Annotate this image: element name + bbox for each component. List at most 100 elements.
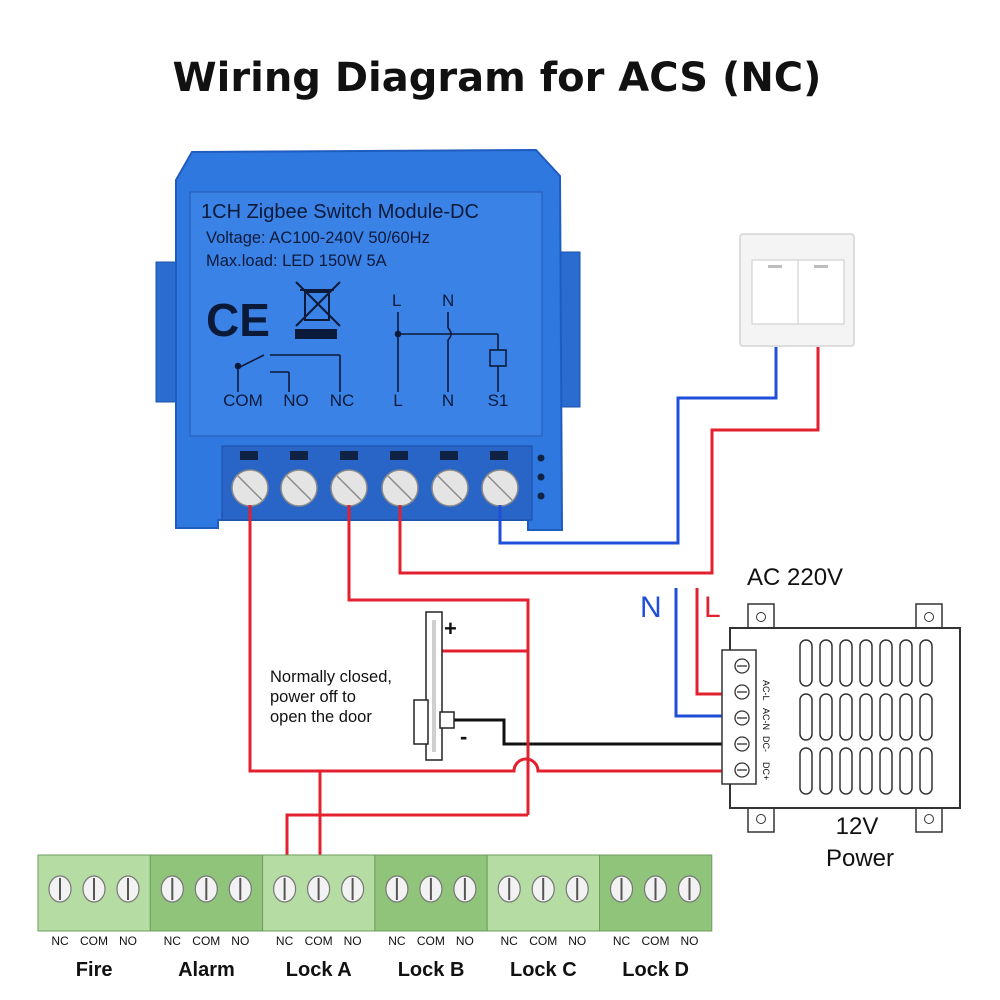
psu-screw-icon (734, 710, 750, 726)
terminal-label-com: COM (529, 934, 557, 948)
terminal-screw-com-icon (231, 469, 269, 507)
psu-hole-icon (924, 814, 934, 824)
terminal-label-com: COM (80, 934, 108, 948)
lock-note-line-3: open the door (270, 708, 372, 726)
psu-vents (799, 639, 933, 795)
terminal-slot (490, 451, 508, 460)
module-terminal-label-l: L (393, 391, 402, 410)
wires (248, 347, 820, 855)
ac-l-label: L (704, 591, 721, 624)
weee-crossed-bin-icon (295, 281, 341, 339)
terminal-screw-no-icon (280, 469, 318, 507)
terminal-screw-s1-icon (481, 469, 519, 507)
psu-screw-icon (734, 684, 750, 700)
wire-s1-to-switch (498, 347, 778, 545)
terminal-group-label-lock-d: Lock D (622, 959, 689, 981)
terminal-slot (240, 451, 258, 460)
terminal-label-com: COM (642, 934, 670, 948)
terminal-label-no: NO (344, 934, 362, 948)
psu-screw-icon (734, 762, 750, 778)
wire-ac-l (695, 588, 722, 696)
ac-n-label: N (640, 591, 662, 624)
zigbee-switch-module: 1CH Zigbee Switch Module-DC Voltage: AC1… (155, 148, 581, 531)
terminal-slot (340, 451, 358, 460)
module-label-panel (189, 191, 543, 437)
diagram-title: Wiring Diagram for ACS (NC) (173, 55, 822, 101)
wire-com-to-dcplus (248, 505, 722, 773)
lock-note-line-1: Normally closed, (270, 668, 392, 686)
power-supply-12v: AC-L AC-N DC- DC+ 12V Power (721, 603, 961, 872)
psu-hole-icon (756, 612, 766, 622)
terminal-screw-nc-icon (330, 469, 368, 507)
wall-switch-indicator (768, 265, 782, 268)
terminal-label-no: NO (681, 934, 699, 948)
terminal-label-no: NO (568, 934, 586, 948)
ac-220v-label: AC 220V (747, 564, 843, 591)
lock-minus-label: - (460, 724, 467, 749)
terminal-label-nc: NC (388, 934, 406, 948)
schematic-L-label: L (392, 291, 401, 310)
psu-tab (747, 603, 775, 631)
switch-schematic-icon (394, 312, 507, 392)
psu-body (729, 627, 961, 809)
module-max-load: Max.load: LED 150W 5A (206, 252, 387, 270)
module-terminal-label-nc: NC (330, 391, 355, 410)
terminal-label-com: COM (305, 934, 333, 948)
ce-mark-icon: CE (206, 294, 270, 346)
terminal-slot (290, 451, 308, 460)
terminal-label-no: NO (119, 934, 137, 948)
module-terminal-label-no: NO (283, 391, 309, 410)
terminal-label-com: COM (192, 934, 220, 948)
terminal-slot (440, 451, 458, 460)
terminal-screw-l-icon (381, 469, 419, 507)
terminal-label-com: COM (417, 934, 445, 948)
access-controller-terminals: NC COM NO Fire NC COM NO Alarm NC COM NO Lock A NC CO… (37, 854, 713, 981)
terminal-group-label-lock-c: Lock C (510, 959, 577, 981)
lock-note-line-2: power off to (270, 688, 356, 706)
wire-lock-negative (454, 718, 722, 746)
module-terminal-label-n: N (442, 391, 454, 410)
terminal-label-nc: NC (501, 934, 519, 948)
terminal-slot (390, 451, 408, 460)
terminal-group-label-lock-a: Lock A (286, 959, 352, 981)
terminal-screw-n-icon (431, 469, 469, 507)
wire-l-to-switch (398, 347, 820, 575)
terminal-group-label-alarm: Alarm (178, 959, 235, 981)
psu-tab (915, 805, 943, 833)
schematic-N-label: N (442, 291, 454, 310)
terminal-label-nc: NC (51, 934, 69, 948)
psu-screw-icon (734, 658, 750, 674)
module-indicator-dot (537, 473, 545, 481)
lock-rail (432, 620, 436, 752)
module-voltage: Voltage: AC100-240V 50/60Hz (206, 229, 430, 247)
terminal-label-nc: NC (613, 934, 631, 948)
psu-terminal-label-dc-plus: DC+ (761, 762, 771, 780)
psu-hole-icon (924, 612, 934, 622)
terminal-label-no: NO (456, 934, 474, 948)
terminal-label-nc: NC (164, 934, 182, 948)
psu-tab (915, 603, 943, 631)
module-terminal-label-s1: S1 (488, 391, 509, 410)
psu-terminal-label-dc-minus: DC- (761, 736, 771, 752)
wire-ac-n (674, 588, 722, 718)
psu-terminal-label-ac-l: AC-L (761, 680, 771, 701)
lock-bracket (413, 699, 429, 745)
psu-hole-icon (756, 814, 766, 824)
module-name: 1CH Zigbee Switch Module-DC (201, 201, 479, 223)
wall-switch-indicator (814, 265, 828, 268)
psu-terminal-label-ac-n: AC-N (761, 708, 771, 730)
terminal-label-no: NO (231, 934, 249, 948)
relay-schematic-icon (234, 354, 341, 392)
module-terminal-block (221, 445, 533, 521)
terminal-group-label-lock-b: Lock B (398, 959, 465, 981)
module-indicator-dot (537, 454, 545, 462)
terminal-group-label-fire: Fire (76, 959, 113, 981)
module-indicator-dot (537, 492, 545, 500)
psu-screw-icon (734, 736, 750, 752)
wall-switch (739, 233, 855, 347)
terminal-label-nc: NC (276, 934, 294, 948)
psu-name-line-2: Power (826, 845, 894, 872)
psu-tab (747, 805, 775, 833)
psu-name-line-1: 12V (836, 813, 879, 840)
